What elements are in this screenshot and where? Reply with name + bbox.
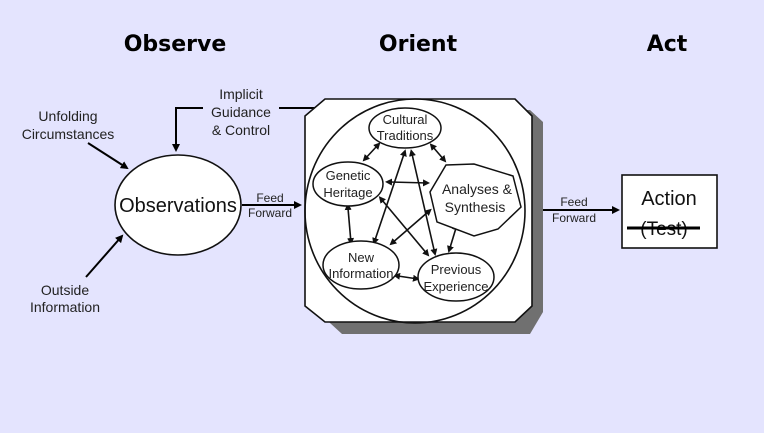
arrow-analyses-newinfo [389, 208, 432, 246]
svg-text:New: New [348, 250, 375, 265]
genetic-heritage-node [312, 161, 384, 207]
analyses-synthesis-label: Analyses & Synthesis [442, 181, 513, 215]
genetic-heritage-label: Genetic Heritage [323, 168, 372, 200]
orient-interconnection-arrows [344, 142, 459, 282]
svg-text:& Control: & Control [212, 122, 270, 138]
outside-information-label: Outside Information [30, 282, 100, 315]
new-information-node [322, 240, 400, 290]
orient-circle [304, 98, 526, 324]
svg-text:Feed: Feed [256, 191, 283, 205]
svg-text:Previous: Previous [431, 262, 482, 277]
action-node [621, 174, 718, 249]
outside-information-arrow [85, 234, 124, 278]
header-orient: Orient [379, 32, 458, 57]
svg-text:Feed: Feed [560, 195, 587, 209]
feed-forward-label-2: Feed Forward [552, 195, 596, 225]
analyses-synthesis-node [429, 163, 522, 237]
new-information-label: New Information [328, 250, 393, 281]
unfolding-circumstances-label: Unfolding Circumstances [22, 108, 115, 142]
previous-experience-label: Previous Experience [423, 262, 488, 294]
arrow-cultural-genetic [362, 142, 381, 162]
arrow-analyses-previous [447, 223, 459, 253]
svg-text:Analyses &: Analyses & [442, 181, 513, 197]
observations-node [114, 154, 242, 256]
svg-text:Unfolding: Unfolding [38, 108, 97, 124]
svg-text:Experience: Experience [423, 279, 488, 294]
svg-text:Outside: Outside [41, 282, 89, 298]
implicit-guidance-arrow-down [172, 107, 203, 152]
svg-text:Forward: Forward [552, 211, 596, 225]
arrow-newinfo-previous [393, 272, 420, 282]
arrow-genetic-analyses [385, 178, 430, 187]
svg-text:Information: Information [328, 266, 393, 281]
svg-text:Heritage: Heritage [323, 185, 372, 200]
header-act: Act [647, 32, 688, 57]
unfolding-arrow [87, 142, 129, 170]
previous-experience-node [417, 252, 495, 302]
svg-text:Cultural: Cultural [383, 112, 428, 127]
action-label: Action [641, 188, 697, 210]
feed-forward-label-1: Feed Forward [248, 191, 292, 220]
cultural-traditions-label: Cultural Traditions [377, 112, 434, 143]
svg-text:Circumstances: Circumstances [22, 126, 115, 142]
svg-text:Forward: Forward [248, 206, 292, 220]
svg-text:Synthesis: Synthesis [445, 199, 506, 215]
svg-text:Traditions: Traditions [377, 128, 434, 143]
implicit-guidance-label: Implicit Guidance & Control [211, 86, 271, 138]
svg-text:Implicit: Implicit [219, 86, 263, 102]
svg-text:Guidance: Guidance [211, 104, 271, 120]
header-observe: Observe [124, 32, 227, 57]
svg-text:Genetic: Genetic [326, 168, 371, 183]
arrow-genetic-newinfo [344, 203, 355, 245]
cultural-traditions-node [368, 107, 442, 149]
svg-text:Information: Information [30, 299, 100, 315]
observations-label: Observations [119, 195, 237, 217]
